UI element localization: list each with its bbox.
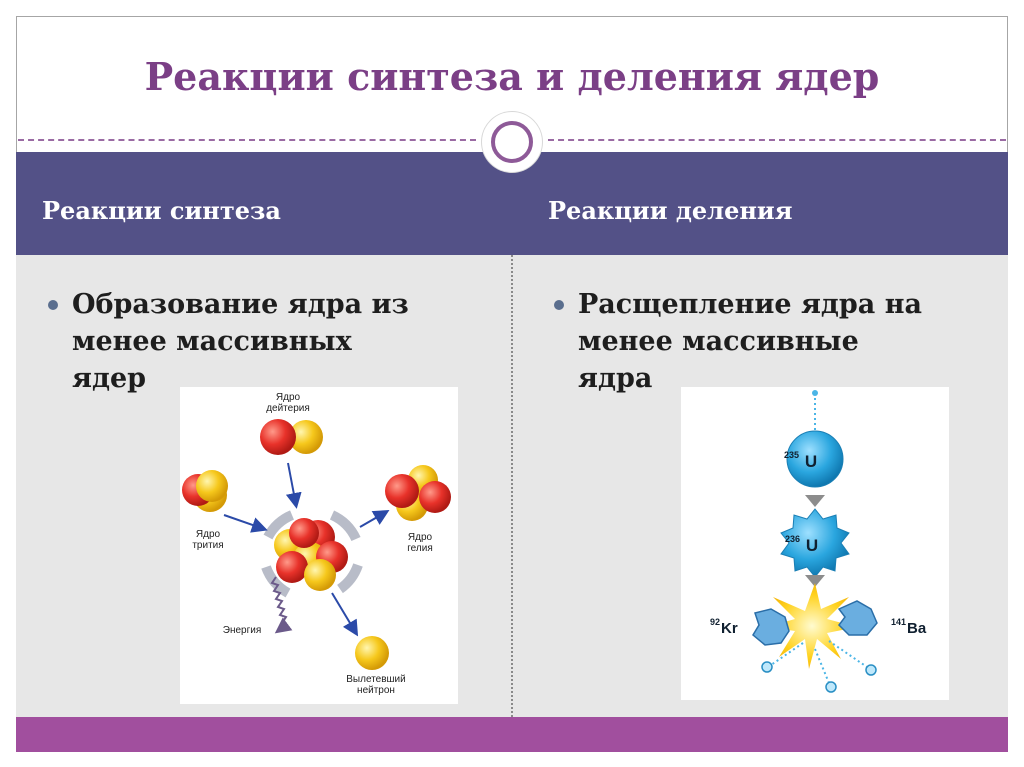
column-heading-fission: Реакции деления — [548, 196, 793, 225]
arrow-helium-out — [359, 510, 390, 528]
slide-title: Реакции синтеза и деления ядер — [144, 54, 880, 99]
label-deuterium-line2: дейтерия — [266, 403, 310, 414]
uranium-235-nucleus — [786, 430, 844, 488]
reaction-burst — [261, 510, 363, 598]
bullet-fission-definition: Расщепление ядра на менее массивные ядра — [554, 286, 998, 397]
label-helium-line1: Ядро — [408, 532, 433, 543]
kr-mass: 92 — [710, 617, 720, 627]
down-arrow-icon — [805, 495, 825, 507]
label-helium-line2: гелия — [407, 543, 433, 554]
label-neutron-line1: Вылетевший — [346, 674, 405, 685]
label-tritium-line2: трития — [192, 540, 223, 551]
fusion-illustration: Ядро дейтерия Ядро трития Ядро гелия — [180, 387, 458, 704]
bullet-line: Расщепление ядра на — [578, 289, 922, 320]
footer-band — [16, 717, 1008, 752]
krypton-fragment — [752, 608, 790, 646]
deuterium-nucleus — [260, 419, 323, 455]
bullet-fusion-definition: Образование ядра из менее массивных ядер — [48, 286, 492, 397]
u235-mass: 235 — [784, 450, 799, 460]
label-tritium-line1: Ядро — [196, 529, 221, 540]
kr-symbol: Kr — [721, 620, 738, 637]
u236-symbol: U — [806, 536, 818, 555]
label-energy: Энергия — [223, 625, 261, 636]
arrow-neutron-out — [331, 592, 359, 637]
barium-fragment — [837, 600, 878, 636]
tritium-nucleus — [182, 470, 228, 512]
u236-mass: 236 — [785, 534, 800, 544]
arrow-deuterium-in — [285, 462, 302, 509]
bullet-line: ядер — [72, 363, 146, 394]
column-heading-fusion: Реакции синтеза — [42, 196, 281, 225]
emitted-neutrons — [761, 640, 877, 693]
label-neutron-line2: нейтрон — [357, 685, 395, 696]
bullet-line: Образование ядра из — [72, 289, 409, 320]
bullet-line: менее массивных — [72, 326, 352, 357]
fission-illustration: U 235 U 236 Kr 92 Ba 141 — [681, 387, 949, 700]
emitted-neutron — [355, 636, 389, 670]
helium-nucleus — [385, 465, 451, 521]
ba-symbol: Ba — [907, 620, 927, 637]
bullet-dot-icon — [48, 300, 58, 310]
ring-ornament-icon — [482, 112, 542, 172]
label-deuterium-line1: Ядро — [276, 392, 301, 403]
bullet-line: ядра — [578, 363, 653, 394]
incoming-neutron — [812, 390, 818, 396]
u235-symbol: U — [805, 452, 817, 471]
down-arrow-icon — [805, 575, 825, 587]
title-divider-right — [548, 139, 1006, 141]
fission-burst-icon — [767, 583, 857, 669]
column-divider — [511, 255, 513, 717]
title-divider-left — [18, 139, 476, 141]
bullet-dot-icon — [554, 300, 564, 310]
energy-wave-icon — [270, 576, 293, 634]
arrow-tritium-in — [223, 514, 268, 533]
bullet-line: менее массивные — [578, 326, 859, 357]
ba-mass: 141 — [891, 617, 906, 627]
